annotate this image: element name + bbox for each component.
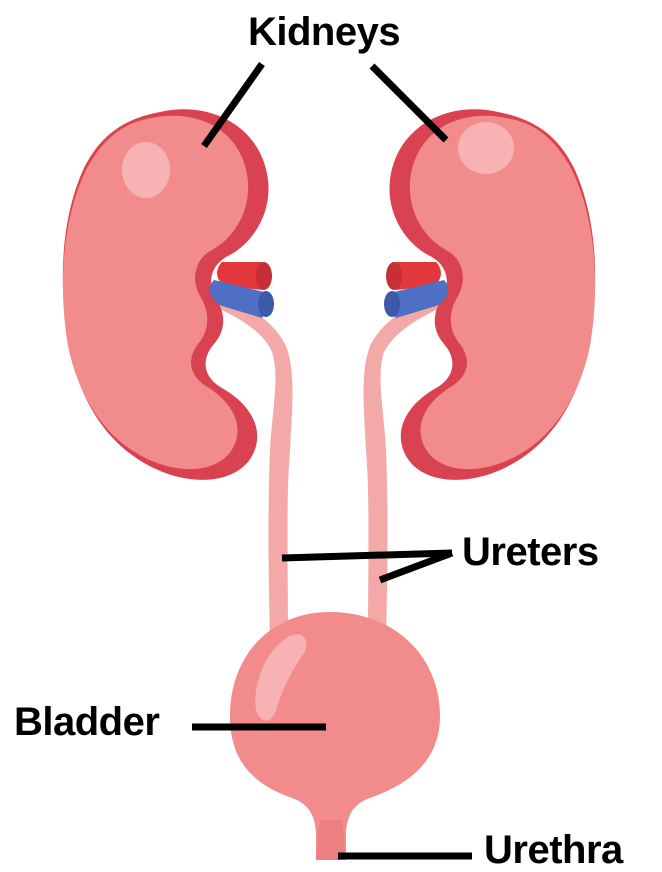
ureters-leader-left [282,553,452,558]
right-kidney [384,109,595,480]
left-renal-vein-end [258,291,274,317]
urethra-label: Urethra [484,830,623,870]
left-kidney-highlight [122,142,170,198]
left-kidney [63,109,274,480]
bladder-label: Bladder [14,702,159,742]
left-renal-artery-end [256,262,272,290]
right-kidney-highlight [458,122,514,174]
kidneys-label: Kidneys [248,12,400,52]
right-renal-artery-end [386,262,402,290]
ureters [218,296,440,640]
kidneys-leader-right [372,66,446,140]
right-renal-vein-end [384,291,400,317]
bladder-group [230,612,440,860]
ureters-label: Ureters [462,532,599,572]
